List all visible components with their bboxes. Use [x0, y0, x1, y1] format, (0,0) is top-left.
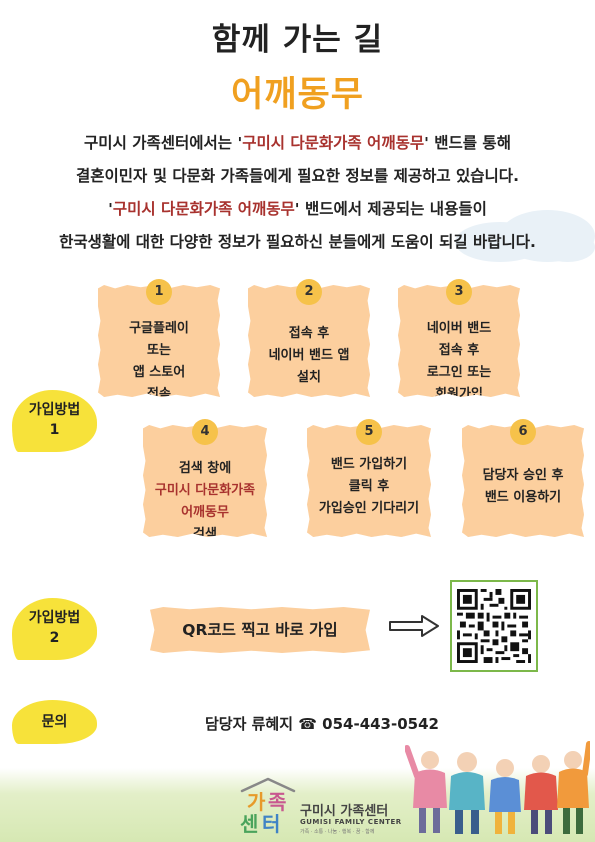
logo-text: 가	[247, 790, 266, 814]
step-highlight: 어깨동무	[181, 505, 229, 520]
intro-text: 구미시 가족센터에서는 '구미시 다문화가족 어깨동무' 밴드를 통해 결혼이민…	[59, 134, 536, 251]
center-tagline: 가족 · 소통 · 나눔 · 행복 · 꿈 · 함께	[300, 829, 375, 835]
step-number-2: 2	[296, 279, 322, 305]
center-name-english: GUMISI FAMILY CENTER	[300, 818, 402, 826]
step-highlight: 구미시 다문화가족	[154, 483, 256, 498]
step-number-6: 6	[510, 419, 536, 445]
step-card-2: 접속 후 네이버 밴드 앱 설치	[248, 285, 370, 397]
qr-join-label: QR코드 찍고 바로 가입	[150, 607, 370, 653]
family-illustration-icon	[405, 741, 590, 834]
page-title: 함께 가는 길	[211, 22, 384, 58]
center-name: 구미시 가족센터	[300, 804, 389, 819]
method2-label: 가입방법 2	[12, 598, 97, 660]
cloud-decoration	[540, 232, 595, 262]
contact-info: 담당자 류혜지 ☎ 054-443-0542	[205, 715, 439, 733]
method1-label: 가입방법 1	[12, 390, 97, 452]
logo-text: 터	[262, 812, 281, 836]
step-number-4: 4	[192, 419, 218, 445]
contact-label: 문의	[12, 700, 97, 744]
qr-code[interactable]	[450, 580, 538, 672]
logo-text: 족	[268, 790, 287, 814]
logo-text: 센	[240, 812, 259, 836]
arrow-right-icon	[389, 615, 439, 637]
step-number-5: 5	[356, 419, 382, 445]
intro-highlight: 구미시 다문화가족 어깨동무	[112, 200, 295, 218]
step-number-3: 3	[446, 279, 472, 305]
qr-code-icon	[457, 589, 531, 663]
step-number-1: 1	[146, 279, 172, 305]
intro-highlight: 구미시 다문화가족 어깨동무	[242, 134, 425, 152]
page-subtitle: 어깨동무	[231, 75, 364, 115]
house-roof-icon	[240, 777, 296, 793]
